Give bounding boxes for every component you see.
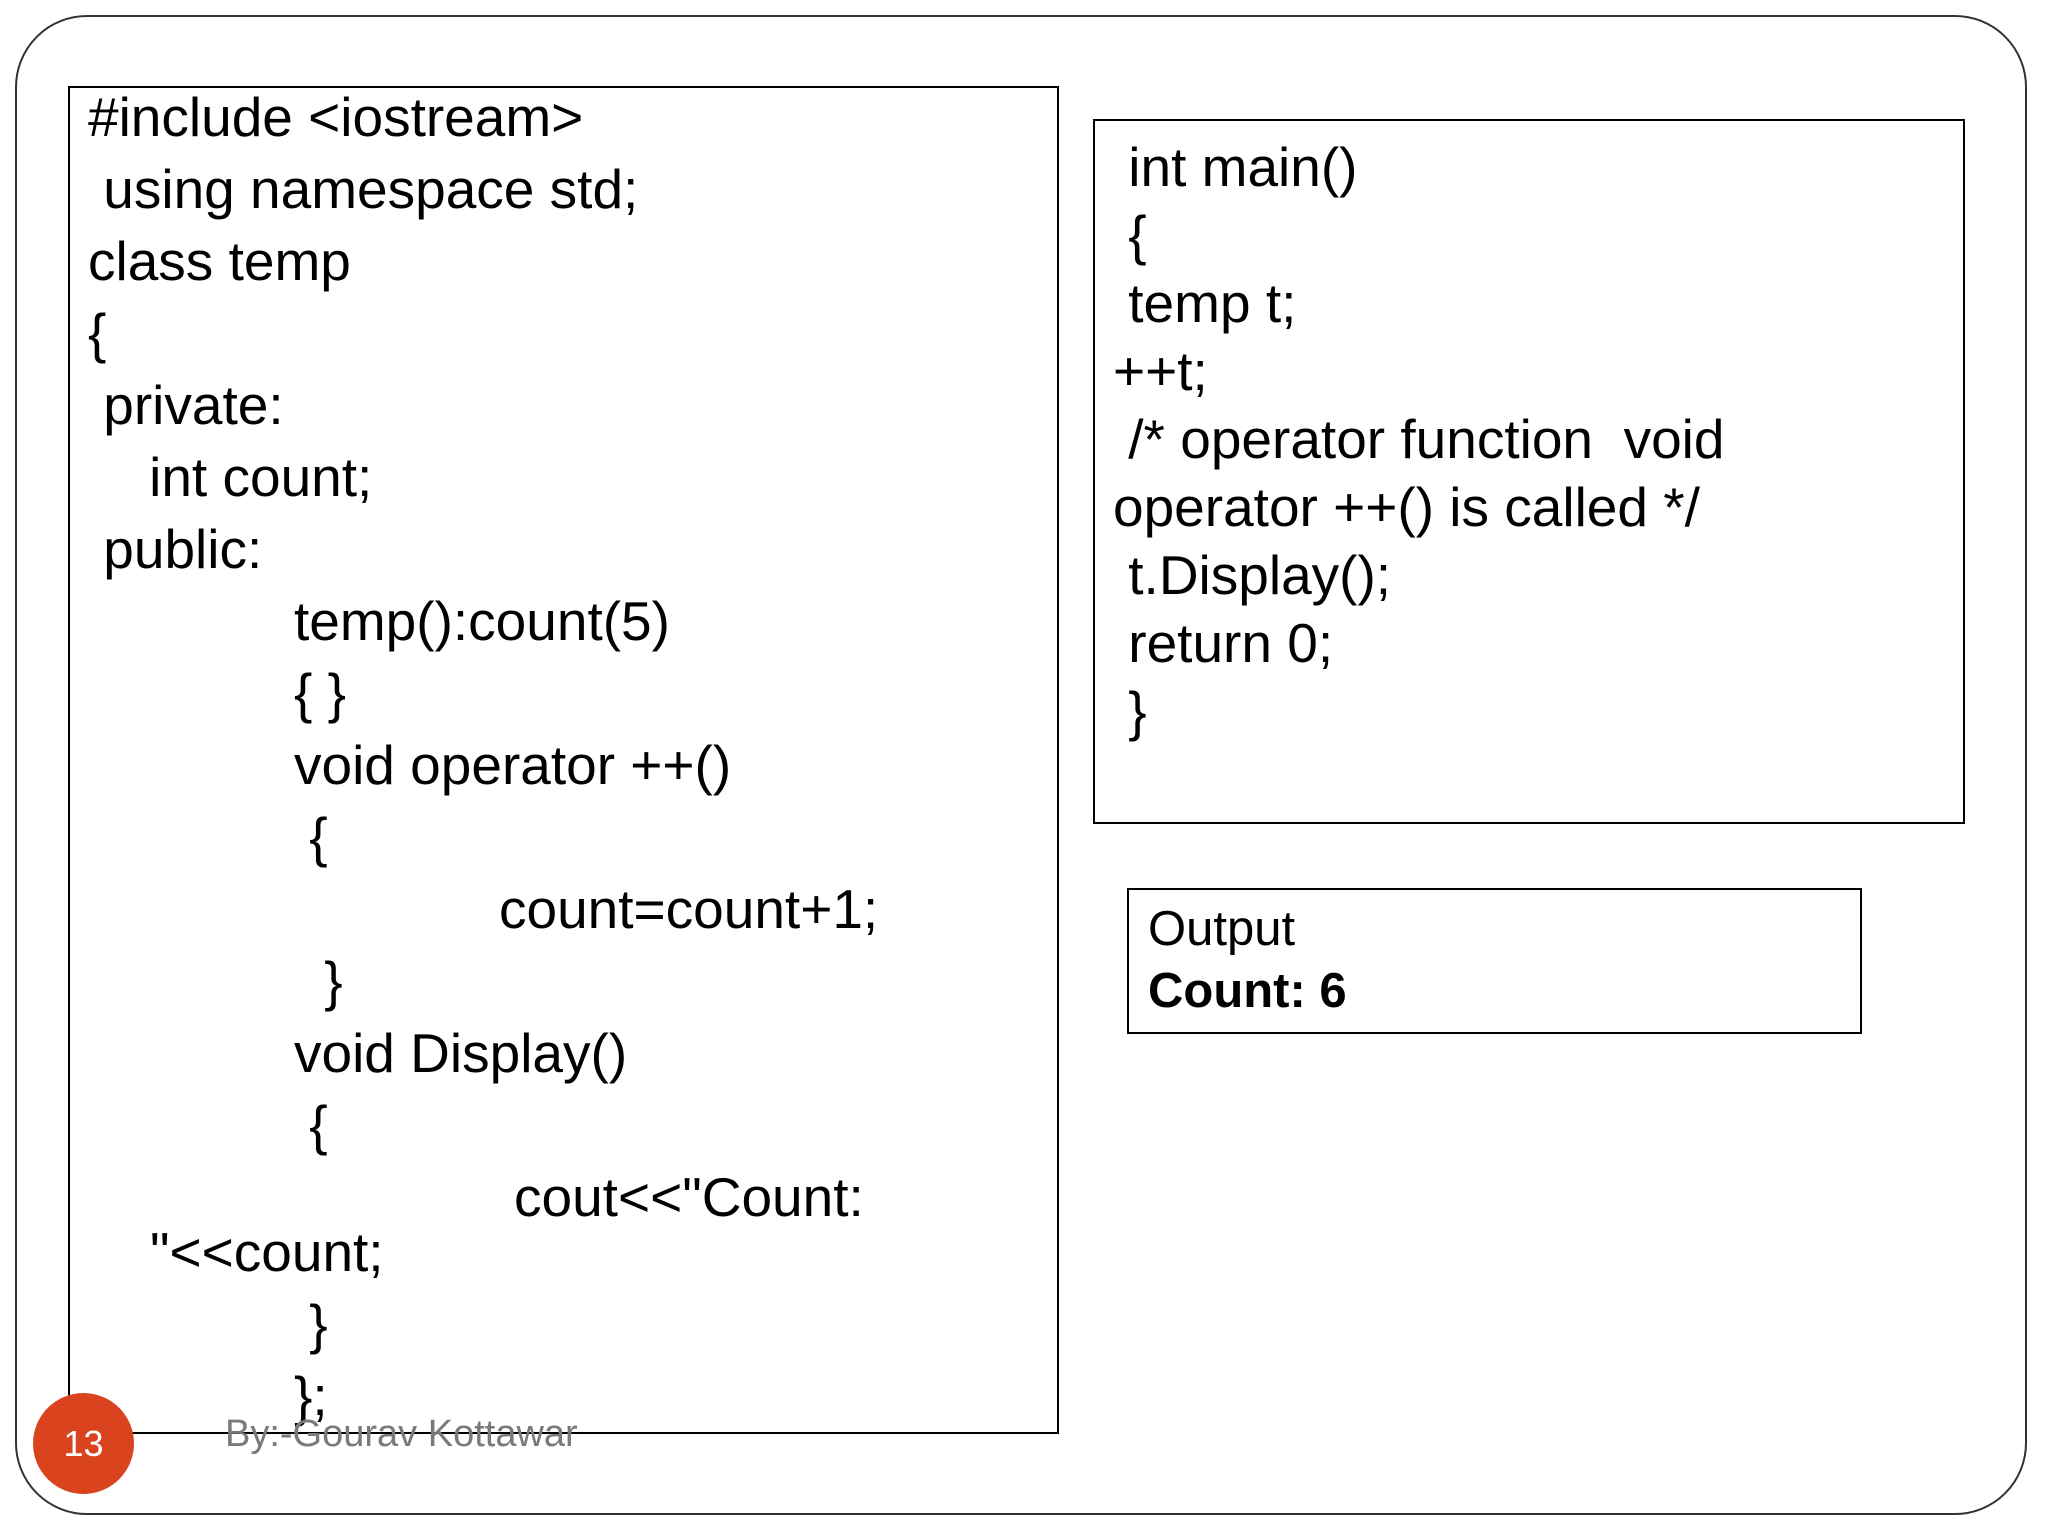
code-line: private: — [88, 374, 284, 436]
code-line: return 0; — [1113, 612, 1334, 674]
code-line: int main() — [1113, 136, 1358, 198]
code-line: class temp — [88, 230, 351, 292]
code-line: ++t; — [1113, 340, 1208, 402]
code-line: void Display() — [294, 1022, 628, 1084]
code-line: { — [1113, 204, 1147, 266]
code-line: { — [88, 302, 107, 364]
output-label: Output — [1148, 902, 1296, 956]
main-code-box — [1093, 119, 1965, 824]
code-line: temp t; — [1113, 272, 1297, 334]
code-line: } — [309, 950, 343, 1012]
output-box — [1127, 888, 1862, 1034]
code-line: #include <iostream> — [88, 86, 584, 148]
class-code-box — [68, 86, 1059, 1434]
code-line: count=count+1; — [499, 878, 879, 940]
code-line: int count; — [88, 446, 373, 508]
code-line: "<<count; — [150, 1221, 384, 1283]
page-number-badge: 13 — [33, 1393, 134, 1494]
code-line: /* operator function void — [1113, 408, 1725, 470]
code-line: { — [294, 806, 328, 868]
code-line: operator ++() is called */ — [1113, 476, 1700, 538]
output-result: Count: 6 — [1148, 964, 1347, 1018]
author-credit: By:-Gourav Kottawar — [225, 1413, 578, 1455]
code-line: temp():count(5) — [294, 590, 670, 652]
code-line: cout<<"Count: — [514, 1166, 864, 1228]
code-line: { — [294, 1094, 328, 1156]
code-line: void operator ++() — [294, 734, 732, 796]
code-line: { } — [294, 662, 347, 724]
code-line: t.Display(); — [1113, 544, 1392, 606]
code-line: } — [1113, 680, 1147, 742]
code-line: } — [294, 1293, 328, 1355]
code-line: using namespace std; — [88, 158, 639, 220]
code-line: }; — [294, 1365, 328, 1427]
code-line: public: — [88, 518, 263, 580]
